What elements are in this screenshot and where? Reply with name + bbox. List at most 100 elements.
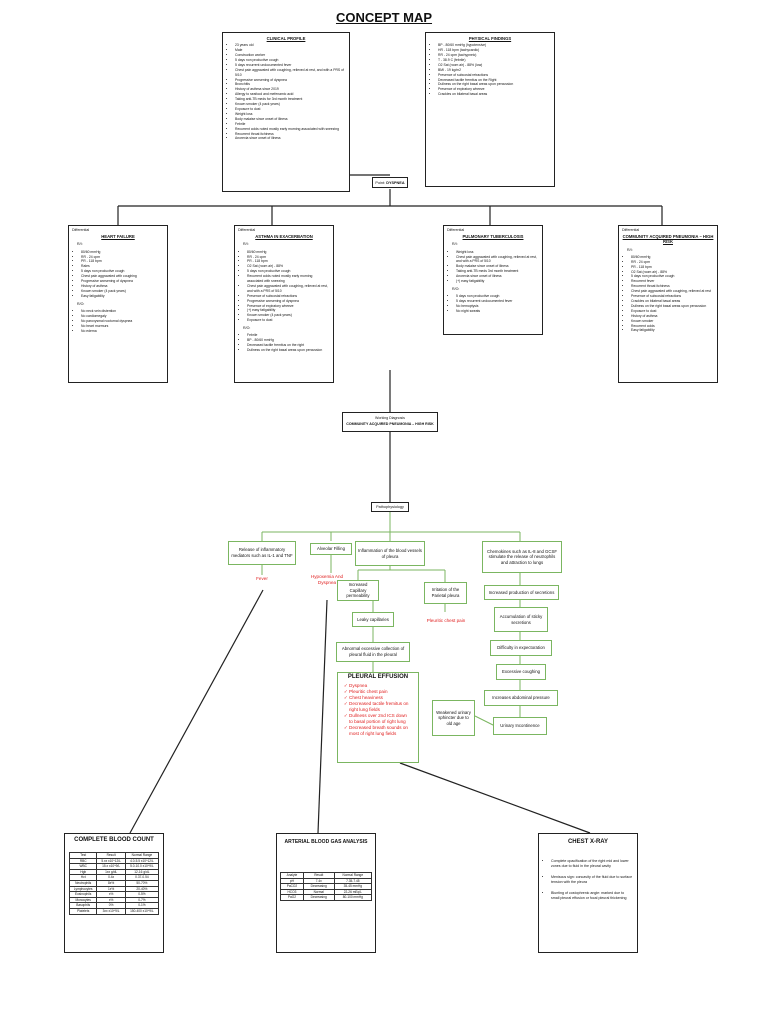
excessive-coughing-box: Excessive coughing xyxy=(496,664,546,680)
table-cell: PaO2 xyxy=(280,894,304,901)
differential-list: 5 days non productive cough5 days recurr… xyxy=(444,294,542,314)
list-item: Dullness on the right basal areas upon p… xyxy=(631,304,713,309)
list-item: 5 days non productive cough xyxy=(631,274,713,279)
differential-group-label: R/I: xyxy=(243,242,249,247)
weakened-sphincter-box: Weakened urinary sphincter due to old ag… xyxy=(432,700,475,736)
list-item: Crackles on bilateral basal areas xyxy=(631,299,713,304)
list-item: Dullness on the right basal areas upon p… xyxy=(247,348,329,353)
list-item: Chest pain aggravated with coughing xyxy=(81,274,163,279)
physical-findings-list: BP - 80/60 mmHg (hypotensive)HR - 118 bp… xyxy=(426,43,554,97)
list-item: Chest heaviness xyxy=(349,695,411,701)
list-item: Febrile xyxy=(247,333,329,338)
differential-list: Weight lossChest pain aggravated with co… xyxy=(444,250,542,284)
list-item: No cardiomegaly xyxy=(81,314,163,319)
list-item: Febrile xyxy=(235,122,345,127)
xray-box: CHEST X-RAY Complete opacification of th… xyxy=(538,833,638,953)
irritation-box: Irritation of the Parietal pleura xyxy=(424,582,467,604)
list-item: RR - 24 cpm xyxy=(631,260,713,265)
list-item: Easy fatigability xyxy=(81,294,163,299)
pleural-effusion-list: DyspneaPleuritic chest painChest heavine… xyxy=(341,683,415,737)
differential-list: 80/60 mmHgRR - 24 cpmPR - 118 bpmO2 Sat … xyxy=(235,250,333,324)
point-box: Point: DYSPNEA xyxy=(372,177,408,188)
list-item: BP - 80/60 mmHg (hypotensive) xyxy=(438,43,550,48)
list-item: 80/60 mmHg xyxy=(81,250,163,255)
working-diagnosis-value: COMMUNITY ACQUIRED PNEUMONIA – HIGH RISK xyxy=(346,422,434,426)
pleural-effusion-box: PLEURAL EFFUSION DyspneaPleuritic chest … xyxy=(337,672,419,763)
list-item: O2 Sat (room air) - 88% (low) xyxy=(438,63,550,68)
list-item: Body malaise since onset of illness xyxy=(235,117,345,122)
list-item: (+) easy fatigability xyxy=(456,279,538,284)
list-item: Decreased tactile fremitus on the right xyxy=(247,343,329,348)
physical-findings-heading: PHYSICAL FINDINGS xyxy=(468,36,512,41)
list-item: History of asthma since 2019 xyxy=(235,87,345,92)
list-item: History of asthma xyxy=(631,314,713,319)
differential-group-label: R/O: xyxy=(243,326,251,331)
list-item: No paroxysmal nocturnal dyspnea xyxy=(81,319,163,324)
table-cell: Platelets xyxy=(68,907,98,915)
list-item: PR - 118 bpm xyxy=(247,259,329,264)
list-item: Decreased tactile fremitus on the Right xyxy=(438,78,550,83)
list-item: Decreased tactile fremitus on right lung… xyxy=(349,701,411,713)
list-item: 5 days non productive cough xyxy=(247,269,329,274)
list-item: Presence of subcostal retractions xyxy=(438,73,550,78)
differential-group-label: R/I: xyxy=(452,242,458,247)
list-item: BP - 80/60 mmHg xyxy=(247,338,329,343)
clinical-profile-list: 23 years oldMaleConstruction worker5 day… xyxy=(223,43,349,141)
pleural-effusion-heading: PLEURAL EFFUSION xyxy=(347,674,409,680)
list-item: Recurrent colds noted mostly early morni… xyxy=(247,274,329,284)
differential-label: Differential xyxy=(447,228,465,232)
leaky-capillaries-box: Leaky capillaries xyxy=(352,612,394,627)
difficulty-box: Difficulty in expectoration xyxy=(490,640,552,656)
alveolar-filling-box: Alveolar Filling xyxy=(310,543,352,555)
pathophysiology-label: Pathophysiology xyxy=(376,505,404,509)
list-item: Body malaise since onset of illness xyxy=(456,264,538,269)
table-cell: Decreasing xyxy=(302,894,335,901)
xray-heading: CHEST X-RAY xyxy=(567,839,609,845)
list-item: 5 days non productive cough xyxy=(235,58,345,63)
urinary-incontinence-box: Urinary Incontinence xyxy=(493,717,547,735)
differential-label: Differential xyxy=(622,228,640,232)
list-item: O2 Sat (room air) - 88% xyxy=(631,270,713,275)
list-item: Chest pain aggravated with coughing, rel… xyxy=(631,289,713,294)
table-cell: 3xx x10^9/L xyxy=(96,907,126,915)
list-item: Progressive worsening of dyspnea xyxy=(247,299,329,304)
list-item: 5 days non productive cough xyxy=(81,269,163,274)
list-item: Chest pain aggravated with coughing, rel… xyxy=(235,68,345,78)
list-item: Pleuritic chest pain xyxy=(349,689,411,695)
cbc-heading: COMPLETE BLOOD COUNT xyxy=(74,837,154,843)
inflammation-box: Inflammation of the blood vessels of ple… xyxy=(355,541,425,566)
list-item: Anorexia since onset of illness xyxy=(235,136,345,141)
pathophysiology-box: Pathophysiology xyxy=(371,502,409,512)
list-item: No night sweats xyxy=(456,309,538,314)
list-item: Exposure to dust xyxy=(235,107,345,112)
working-diagnosis-box: Working Diagnosis COMMUNITY ACQUIRED PNE… xyxy=(342,412,438,432)
point-value: DYSPNEA xyxy=(386,181,405,185)
list-item: Exposure to dust xyxy=(247,318,329,323)
differential-group-label: R/I: xyxy=(77,242,83,247)
abnormal-collection-box: Abnormal excessive collection of pleural… xyxy=(336,642,410,662)
list-item: 5 days recurrent undocumented fever xyxy=(456,299,538,304)
physical-findings-box: PHYSICAL FINDINGS BP - 80/60 mmHg (hypot… xyxy=(425,32,555,187)
list-item: HR - 118 bpm (tachycardic) xyxy=(438,48,550,53)
list-item: Presence of expiratory wheeze xyxy=(438,87,550,92)
sticky-secretions-box: Accumulation of sticky secretions xyxy=(494,607,548,632)
list-item: History of asthma xyxy=(81,284,163,289)
release-mediators-box: Release of inflammatory mediators such a… xyxy=(228,541,296,565)
list-item: No edema xyxy=(81,329,163,334)
working-diagnosis-label: Working Diagnosis xyxy=(375,416,405,420)
list-item: Complete opacification of the right mid … xyxy=(551,859,633,869)
list-item: Meniscus sign: concavity of the fluid du… xyxy=(551,875,633,885)
differential-group-label: R/O: xyxy=(452,286,460,291)
